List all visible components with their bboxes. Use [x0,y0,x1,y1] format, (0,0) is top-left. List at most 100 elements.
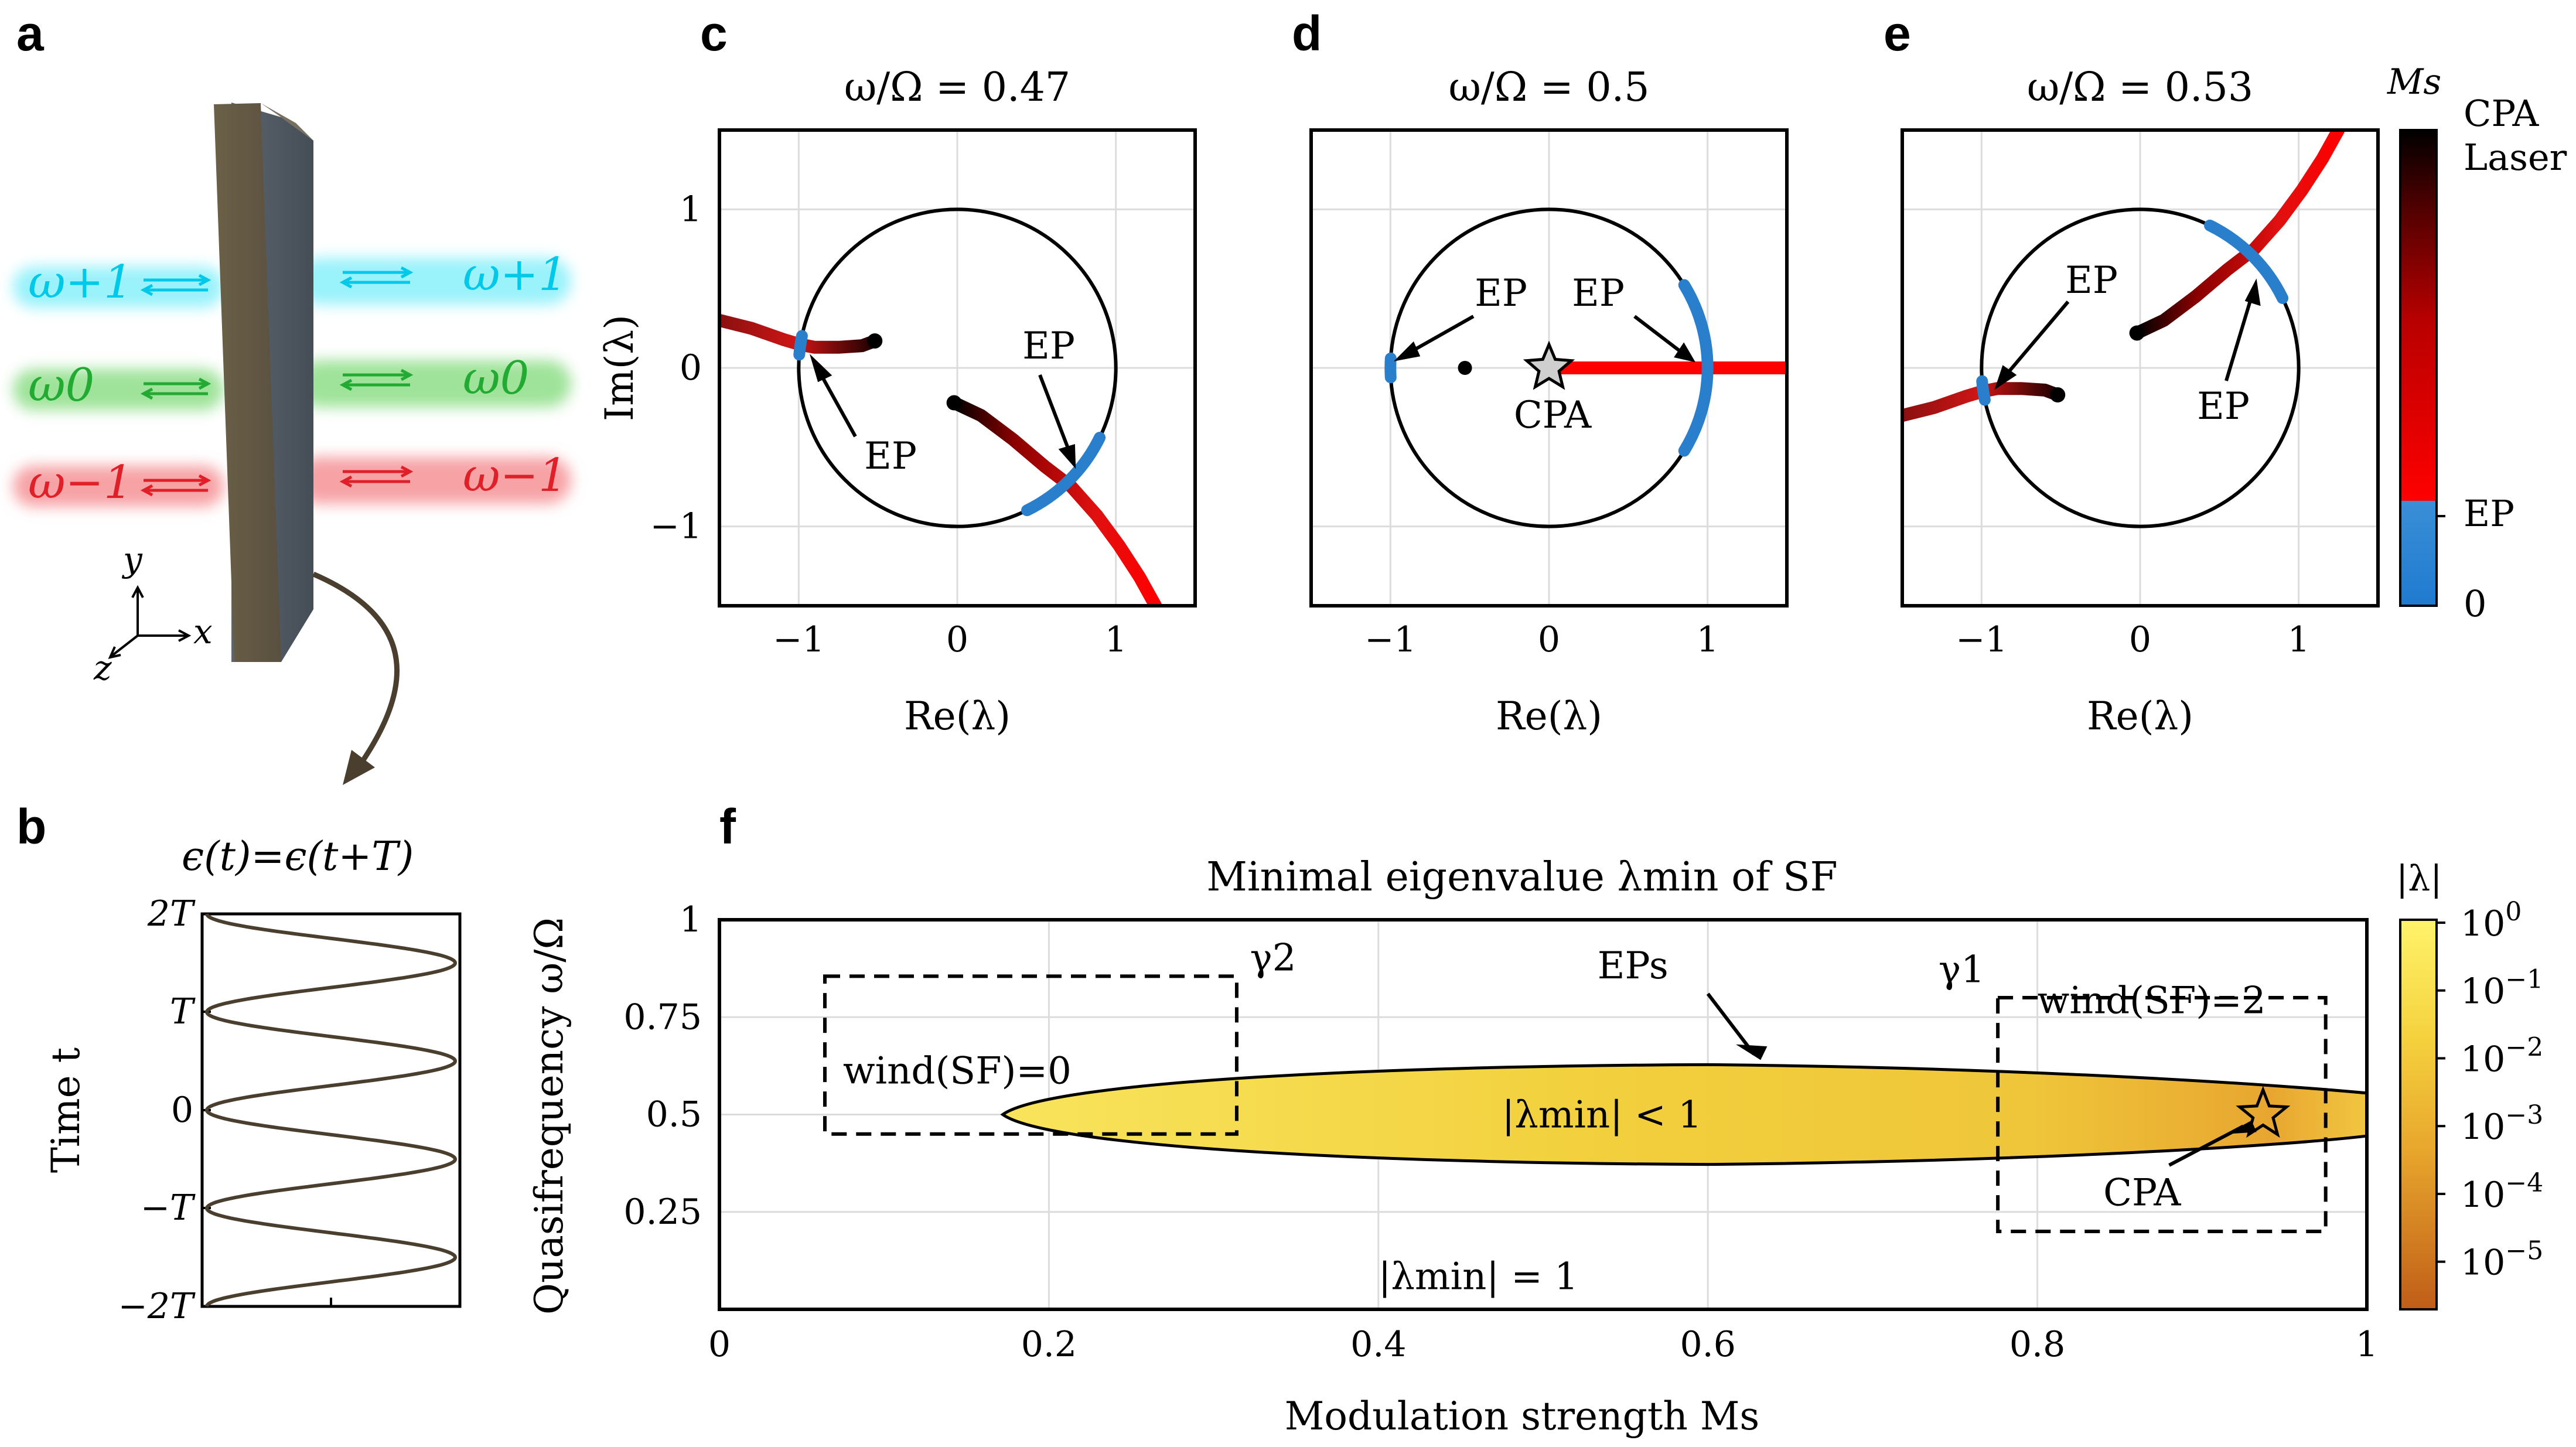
ep-arc [1021,432,1106,517]
contour-gamma2 [823,974,1238,1136]
panel-label-e: e [1884,6,1911,61]
cpa-label: CPA [2103,1172,2181,1215]
y-tick-label: 0 [680,347,702,388]
panel-d-title: ω/Ω = 0.5 [1448,64,1649,111]
colorbar-ms-ep: EP [2464,492,2514,535]
y-tick-label: 1 [680,189,702,230]
cpa-star [2236,1086,2291,1138]
beam-omega-minus1 [13,457,571,507]
inside-label: |λmin| < 1 [1502,1094,1702,1137]
beam-label-right-minus1: ω−1 [463,449,568,502]
branch-end-cap [1458,361,1472,375]
x-tick-label: 0 [2129,619,2151,660]
panel-b-title: ϵ(t)=ϵ(t+T) [182,834,414,880]
panel-a-slab-illustration: ω+1 ω0 ω−1 ω+1 ω0 ω−1 y x z [13,103,571,785]
x-tick-label: 1 [2288,619,2310,660]
colorbar-ms: Ms CPA Laser EP 0 [2387,62,2567,625]
panel-c: c ω/Ω = 0.47 Re(λ) Im(λ) −1 0 1 −1 0 1 [597,6,1197,739]
x-tick-label: 0.6 [1680,1324,1735,1365]
colorbar-tick-label: 10−5 [2461,1236,2543,1284]
cpa-star [1523,340,1575,390]
curved-arrow-head [343,750,375,785]
permittivity-curve [204,913,458,1307]
panel-d-xlabel: Re(λ) [1496,694,1602,739]
gamma1-label: γ1 [1939,948,1985,991]
plot-frame [1901,128,2380,608]
eps-arrow [1706,992,1756,1056]
x-tick-label: −1 [1364,619,1416,660]
eigenvalue-branch [947,396,1162,606]
y-tick-label: 0.25 [623,1192,702,1233]
panel-e-ep-top: EP [2065,259,2118,302]
beam-omega-0 [13,360,571,410]
panel-e-xlabel: Re(λ) [2087,694,2193,739]
branch-end-cap [946,395,962,411]
panel-c-annotations [809,353,1076,469]
branch-end-cap [2129,325,2145,341]
panel-c-title: ω/Ω = 0.47 [844,64,1070,111]
panel-label-c: c [700,6,728,61]
x-tick-label: 0 [946,619,968,660]
panel-f: f Minimal eigenvalue λmin of SF Modulati… [527,799,2378,1439]
colorbar-tick-label: 10−1 [2461,965,2543,1012]
x-tick-label: −1 [1956,619,2007,660]
axis-triad [108,585,192,659]
x-tick-label: 0 [1538,619,1560,660]
eigenvalue-branches [719,313,1162,606]
eigenvalue-branch [719,313,882,354]
x-tick-label: 0.4 [1350,1324,1406,1365]
panel-b-plot: 2T T 0 −T −2T Time t [43,893,462,1327]
panel-label-d: d [1292,6,1322,61]
x-tick-label: 1 [1697,619,1719,660]
b-ytick-2T: 2T [147,893,196,934]
x-tick-label: −1 [773,619,824,660]
x-tick-label: 0.2 [1021,1324,1077,1365]
panel-f-title: Minimal eigenvalue λmin of SF [1206,854,1837,900]
ep-arc [1976,375,1991,406]
slab-front [214,103,281,662]
beam-label-left-plus1: ω+1 [28,256,133,309]
beam-omega-plus1 [13,258,571,308]
x-tick-label: 1 [1105,619,1127,660]
panel-f-xlabel: Modulation strength Ms [1285,1394,1760,1439]
beam-label-right-plus1: ω+1 [463,248,568,301]
unit-circle [1980,207,2301,528]
x-tick-label: 0 [708,1324,731,1365]
y-tick-label: 0.5 [646,1094,702,1135]
beam-arrows [140,266,414,497]
y-tick-label: 0.75 [623,996,702,1038]
y-tick-label: −1 [650,506,702,547]
ep-arc [793,330,808,361]
axis-y-label: y [121,540,143,579]
b-ytick-minusT: −T [141,1187,196,1228]
panel-c-ylabel: Im(λ) [597,315,642,421]
panel-c-xlabel: Re(λ) [904,694,1011,739]
eigenvalue-branches [1311,279,1787,457]
eigenvalue-branch [1902,382,2065,422]
eigenvalue-branch [2130,130,2345,340]
contour-gamma1 [1996,996,2328,1233]
plot-frame [1309,128,1789,608]
ep-arc [2204,219,2289,304]
colorbar-tick-label: 10−4 [2461,1168,2543,1216]
panel-d-annotations [1394,315,1696,363]
unit-circle [797,207,1118,528]
branch-end-cap [867,333,883,349]
panel-d-cpa: CPA [1514,394,1592,437]
panel-e-ep-bottom: EP [2197,385,2250,428]
axis-z-label: z [93,648,112,688]
outside-label: |λmin| = 1 [1379,1255,1578,1298]
colorbar-tick-label: 100 [2461,897,2522,944]
plot-frame [718,918,2369,1311]
b-ylabel: Time t [43,1047,88,1173]
cpa-arrow-head [2226,1120,2257,1134]
colorbar-ms-cpa: CPA [2464,92,2539,135]
b-ytick-0: 0 [171,1090,193,1131]
wind-right-label: wind(SF)=2 [2038,980,2266,1023]
gamma2-label: γ2 [1250,936,1296,980]
panel-label-b: b [16,799,46,854]
colorbar-lambda-title: |λ| [2396,858,2442,899]
